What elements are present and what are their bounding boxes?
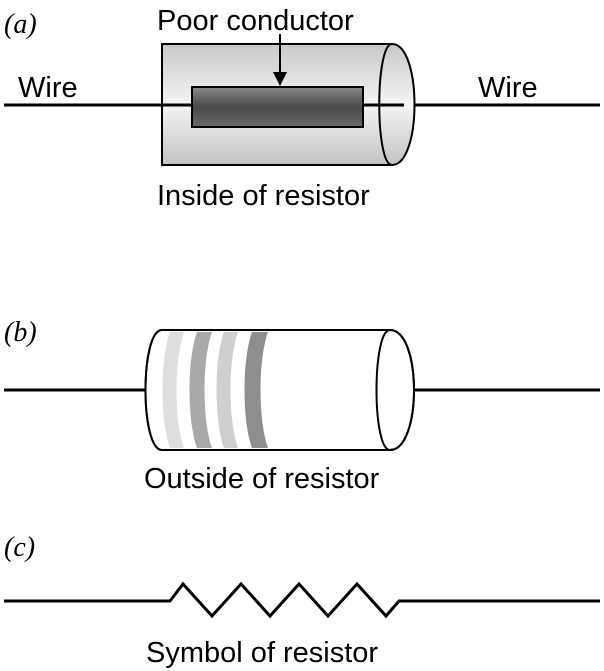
panel-b-caption: Outside of resistor (144, 463, 380, 495)
color-band-4 (244, 332, 268, 448)
color-band-3 (216, 332, 238, 448)
wire-left-label: Wire (18, 72, 78, 104)
panel-b-tag: (b) (4, 317, 37, 348)
arrow-down-icon (273, 72, 287, 86)
panel-a-caption: Inside of resistor (157, 180, 370, 212)
panel-c-caption: Symbol of resistor (146, 637, 378, 669)
panel-a: (a) Poor conductor Wire Wire Inside of r… (4, 5, 600, 212)
casing-outline (144, 329, 415, 451)
color-band-1 (162, 332, 184, 448)
panel-b: (b) Outside of resistor (4, 317, 600, 495)
panel-a-tag: (a) (4, 9, 37, 40)
resistor-symbol (4, 581, 600, 619)
casing-end-cap (375, 329, 391, 451)
poor-conductor (191, 86, 364, 128)
resistor-casing (144, 329, 415, 451)
color-band-2 (189, 332, 212, 448)
panel-c: (c) Symbol of resistor (4, 532, 600, 669)
conductor-label: Poor conductor (157, 5, 354, 37)
wire-right-label: Wire (478, 72, 538, 104)
panel-c-tag: (c) (4, 532, 35, 563)
